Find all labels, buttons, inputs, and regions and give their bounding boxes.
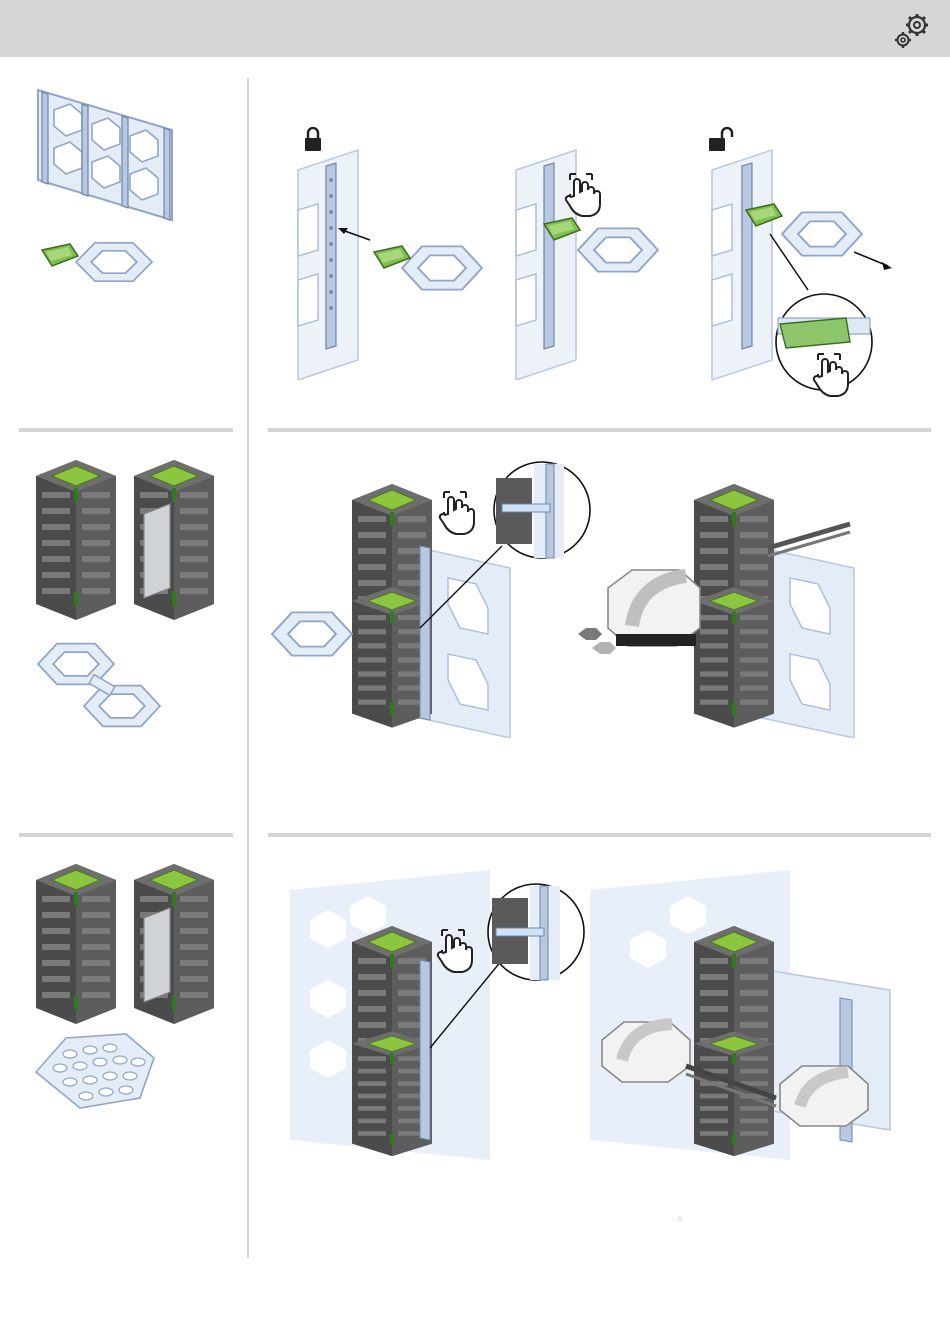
tower-part	[36, 460, 116, 620]
page-mark: s	[678, 1214, 682, 1223]
hex-chips	[578, 628, 616, 654]
plate-part	[38, 90, 172, 220]
step-curves-attached	[590, 870, 910, 1160]
step-unlock	[696, 110, 906, 405]
step-lock	[270, 110, 490, 380]
section-divider-right-2	[268, 833, 931, 837]
zoom-detail	[488, 884, 584, 980]
step-curve-attached	[572, 458, 862, 738]
tower-open-part	[134, 864, 214, 1024]
tower-part	[36, 864, 116, 1024]
step-press	[498, 110, 678, 380]
page-header	[0, 0, 950, 57]
parts-panel-3	[30, 862, 230, 1122]
tower-open-part	[134, 460, 214, 620]
column-divider	[247, 78, 249, 1258]
step-press-tower	[270, 458, 600, 738]
section-divider-right-1	[268, 428, 931, 432]
parts-panel-1	[20, 80, 230, 320]
hex-grid-plate-part	[36, 1034, 154, 1108]
unlock-icon	[709, 128, 732, 151]
press-hand-icon	[440, 492, 474, 534]
zoom-detail	[776, 294, 872, 396]
gears-icon	[892, 12, 932, 50]
section-divider-left-1	[19, 428, 233, 432]
curve-piece-left	[602, 1022, 690, 1082]
curve-piece	[608, 570, 700, 646]
lock-icon	[305, 128, 321, 151]
section-divider-left-2	[19, 833, 233, 837]
hex-clip-part	[42, 243, 152, 281]
curve-piece-right	[780, 1066, 868, 1126]
step-press-tower-wall	[290, 870, 600, 1160]
parts-panel-2	[30, 458, 230, 748]
double-hex-ring-part	[38, 644, 160, 727]
